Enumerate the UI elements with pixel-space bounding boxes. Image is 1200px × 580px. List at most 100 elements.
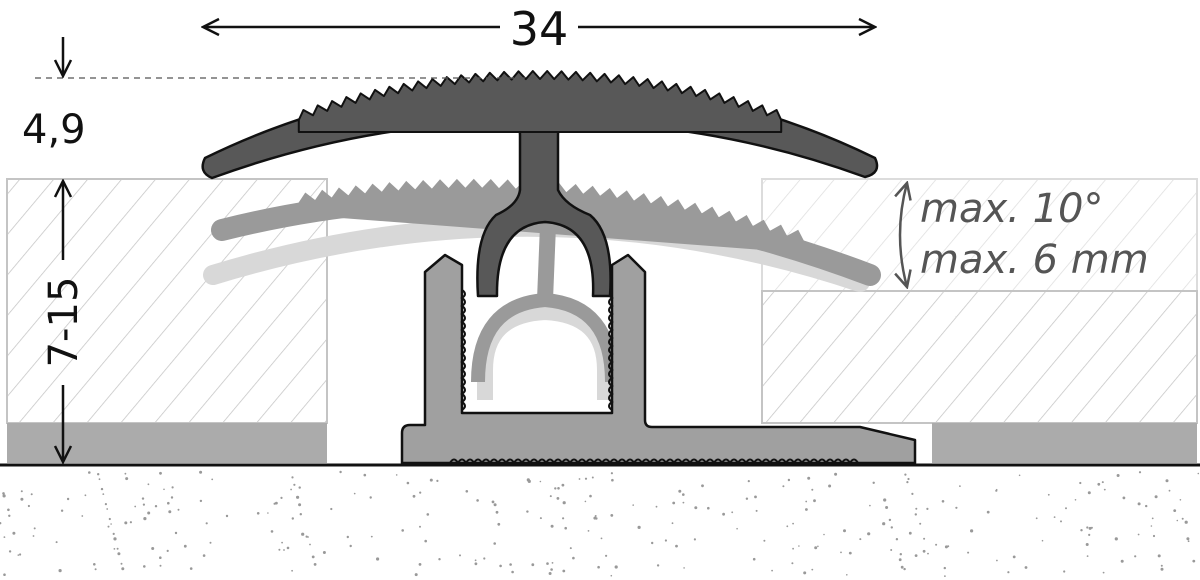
screed-dot bbox=[791, 562, 794, 565]
screed-dot bbox=[798, 545, 800, 547]
screed-dot bbox=[803, 571, 807, 575]
screed-dot bbox=[225, 514, 229, 518]
screed-dot bbox=[1079, 481, 1082, 485]
screed-dot bbox=[93, 563, 96, 566]
screed-dot bbox=[655, 505, 658, 508]
screed-dot bbox=[843, 529, 846, 533]
screed-dot bbox=[754, 495, 757, 499]
screed-dot bbox=[610, 574, 613, 577]
screed-dot bbox=[134, 505, 137, 508]
screed-dot bbox=[202, 554, 206, 557]
screed-dot bbox=[346, 535, 349, 539]
screed-dot bbox=[967, 551, 970, 554]
screed-dot bbox=[112, 532, 115, 536]
screed-dot bbox=[1157, 554, 1161, 558]
screed-dot bbox=[813, 499, 816, 503]
screed-dot bbox=[322, 551, 326, 554]
screed-dot bbox=[143, 565, 146, 568]
screed-dot bbox=[1086, 555, 1089, 557]
base-serration-bottom bbox=[449, 458, 859, 466]
screed-dot bbox=[787, 478, 791, 482]
screed-dot bbox=[124, 521, 128, 525]
screed-dot bbox=[147, 511, 151, 515]
screed-dot bbox=[898, 558, 902, 562]
screed-dot bbox=[465, 490, 469, 493]
screed-dot bbox=[275, 501, 278, 505]
screed-dot bbox=[2, 494, 6, 498]
screed-dot bbox=[1097, 482, 1101, 486]
screed-dot bbox=[113, 548, 116, 550]
screed-dot bbox=[474, 562, 478, 566]
screed-dot bbox=[1102, 571, 1105, 574]
screed-dot bbox=[81, 515, 84, 517]
screed-dot bbox=[840, 551, 842, 554]
screed-dot bbox=[959, 485, 961, 487]
screed-dot bbox=[376, 557, 380, 561]
screed-dot bbox=[267, 512, 269, 514]
screed-dot bbox=[309, 543, 311, 546]
screed-dot bbox=[807, 476, 811, 480]
screed-dot bbox=[1138, 471, 1142, 474]
screed-dot bbox=[1145, 504, 1148, 508]
screed-dot bbox=[476, 499, 479, 502]
screed-dot bbox=[731, 511, 734, 514]
right-underlay bbox=[932, 423, 1197, 463]
screed-dot bbox=[495, 510, 499, 514]
screed-dot bbox=[143, 517, 147, 521]
screed-dot bbox=[189, 567, 193, 570]
screed-dot bbox=[531, 563, 535, 567]
screed-dot bbox=[159, 471, 162, 475]
screed-dot bbox=[301, 532, 305, 536]
screed-dot bbox=[637, 525, 641, 530]
screed-dot bbox=[291, 476, 294, 479]
screed-dot bbox=[885, 506, 889, 509]
width-label: 34 bbox=[510, 2, 569, 56]
screed-dot bbox=[556, 497, 560, 500]
angle-note: max. 10° bbox=[920, 186, 1103, 232]
screed-dot bbox=[151, 547, 155, 550]
screed-dot bbox=[1085, 543, 1089, 546]
screed-dot bbox=[418, 563, 422, 566]
screed-dot bbox=[526, 510, 529, 513]
screed-dot bbox=[116, 547, 119, 550]
screed-dot bbox=[1024, 566, 1028, 569]
screed-dot bbox=[12, 531, 16, 535]
screed-dot bbox=[557, 487, 560, 490]
screed-dot bbox=[1074, 499, 1077, 501]
screed-dot bbox=[817, 545, 819, 548]
screed-dot bbox=[564, 526, 567, 530]
screed-dot bbox=[459, 554, 461, 557]
screed-dot bbox=[270, 530, 274, 533]
screed-dot bbox=[1134, 555, 1137, 558]
screed-dot bbox=[1047, 493, 1050, 496]
screed-dot bbox=[944, 545, 948, 549]
screed-dot bbox=[1088, 526, 1092, 530]
screed-dot bbox=[755, 509, 758, 512]
screed-dot bbox=[280, 496, 283, 499]
screed-dot bbox=[594, 515, 597, 517]
screed-dot bbox=[906, 481, 909, 484]
screed-dot bbox=[283, 549, 285, 551]
screed-dot bbox=[106, 508, 109, 510]
screed-dot bbox=[561, 483, 565, 487]
screed-dot bbox=[32, 535, 35, 537]
screed-dot bbox=[19, 553, 22, 556]
screed-dot bbox=[209, 541, 212, 544]
screed-dot bbox=[671, 522, 674, 525]
screed-dot bbox=[60, 509, 64, 512]
screed-dot bbox=[578, 478, 581, 480]
screed-dot bbox=[683, 567, 685, 569]
screed-dot bbox=[549, 495, 552, 498]
screed-dot bbox=[899, 553, 902, 556]
screed-dot bbox=[611, 478, 614, 482]
screed-dot bbox=[672, 501, 676, 505]
screed-dot bbox=[98, 478, 101, 481]
base-serration-left bbox=[460, 289, 466, 411]
screed-dot bbox=[104, 503, 107, 506]
screed-dot bbox=[293, 483, 296, 486]
screed-dot bbox=[562, 501, 566, 505]
screed-dot bbox=[1184, 520, 1188, 524]
screed-dot bbox=[107, 525, 110, 528]
